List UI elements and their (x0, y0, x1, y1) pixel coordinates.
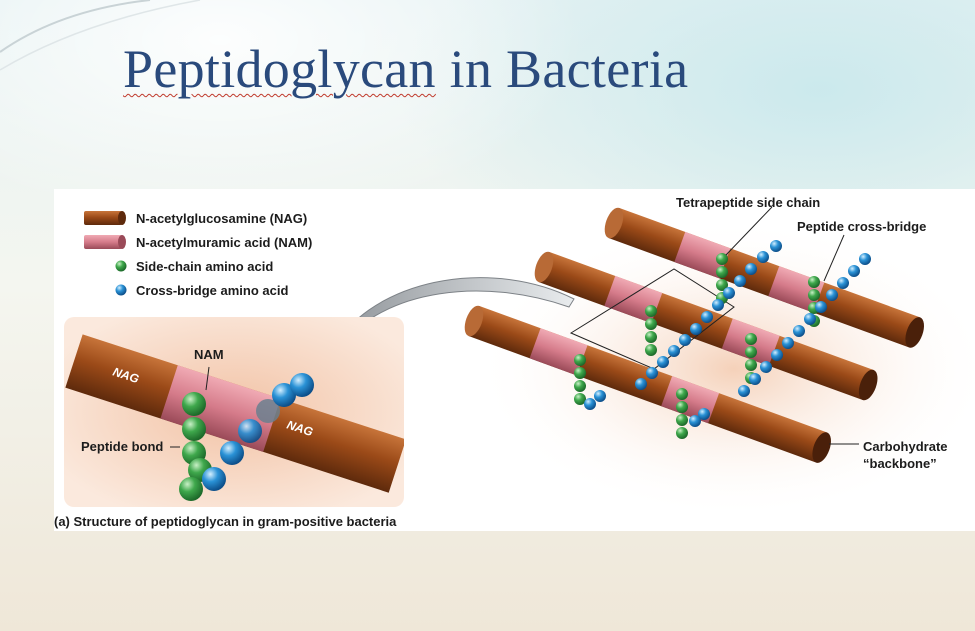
zoom-region-box (569, 268, 735, 370)
legend-label-nam: N-acetylmuramic acid (NAM) (136, 235, 312, 250)
green-bead-icon (115, 260, 127, 272)
detail-label-peptide-bond: Peptide bond (81, 439, 163, 454)
caption-text: Structure of peptidoglycan in gram-posit… (69, 514, 397, 529)
legend-label-cross-bridge: Cross-bridge amino acid (136, 283, 288, 298)
callout-cross-bridge: Peptide cross-bridge (797, 219, 926, 234)
legend-item-side-chain: Side-chain amino acid (115, 259, 273, 274)
peptidoglycan-figure: N-acetylglucosamine (NAG) N-acetylmurami… (54, 189, 975, 531)
legend-item-nag: N-acetylglucosamine (NAG) (84, 211, 307, 226)
caption-part-label: (a) (54, 514, 70, 529)
slide-title: Peptidoglycan in Bacteria (123, 38, 688, 100)
legend-item-cross-bridge: Cross-bridge amino acid (115, 283, 288, 298)
detail-label-nam: NAM (194, 347, 224, 362)
legend-item-nam: N-acetylmuramic acid (NAM) (84, 235, 312, 250)
title-word-peptidoglycan: Peptidoglycan (123, 39, 436, 99)
blue-bead-icon (115, 284, 127, 296)
callout-backbone-line1: Carbohydrate (863, 439, 948, 454)
callout-tetrapeptide: Tetrapeptide side chain (676, 195, 820, 210)
figure-caption: (a) Structure of peptidoglycan in gram-p… (54, 514, 396, 529)
legend: N-acetylglucosamine (NAG) N-acetylmurami… (84, 211, 312, 298)
title-rest: in Bacteria (435, 39, 689, 99)
legend-label-nag: N-acetylglucosamine (NAG) (136, 211, 307, 226)
peptidoglycan-lattice (464, 206, 975, 519)
cross-bridge-beads (584, 240, 871, 427)
peptidoglycan-diagram: N-acetylglucosamine (NAG) N-acetylmurami… (64, 195, 975, 519)
magnified-detail (64, 317, 404, 507)
legend-label-side-chain: Side-chain amino acid (136, 259, 273, 274)
callout-backbone-line2: “backbone” (863, 456, 937, 471)
